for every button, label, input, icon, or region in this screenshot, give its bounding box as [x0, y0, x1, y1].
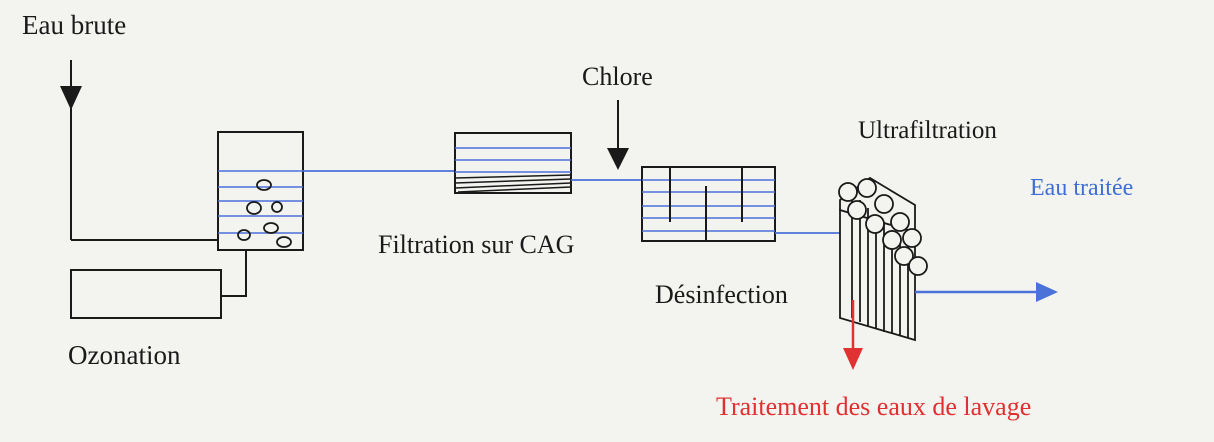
treated-water-outlet-arrow	[915, 282, 1058, 302]
bubble-icon	[271, 201, 283, 213]
ultrafiltration-label: Ultrafiltration	[858, 117, 997, 144]
gac-filtration-label: Filtration sur CAG	[378, 230, 575, 259]
bubble-icon	[237, 229, 251, 241]
raw-water-label: Eau brute	[22, 10, 127, 40]
chlorine-arrow	[607, 100, 629, 170]
wash-water-label: Traitement des eaux de lavage	[716, 392, 1032, 421]
ozonation-contact-tank	[217, 131, 304, 251]
ultrafiltration-module	[838, 176, 928, 342]
bubble-icon	[263, 222, 279, 234]
treated-water-label: Eau traitée	[1030, 175, 1134, 201]
disinfection-tank	[641, 166, 776, 242]
bubble-icon	[276, 236, 292, 248]
bubble-icon	[246, 201, 262, 215]
ozonation-label: Ozonation	[68, 340, 181, 370]
chlorine-label: Chlore	[582, 62, 653, 91]
gac-filter	[454, 132, 572, 194]
ozone-feed-line	[221, 250, 247, 297]
ozonation-box	[70, 269, 222, 319]
bubble-icon	[256, 179, 272, 191]
wash-water-arrow	[843, 300, 863, 370]
disinfection-label: Désinfection	[655, 280, 788, 309]
raw-water-inlet-line	[60, 60, 218, 241]
